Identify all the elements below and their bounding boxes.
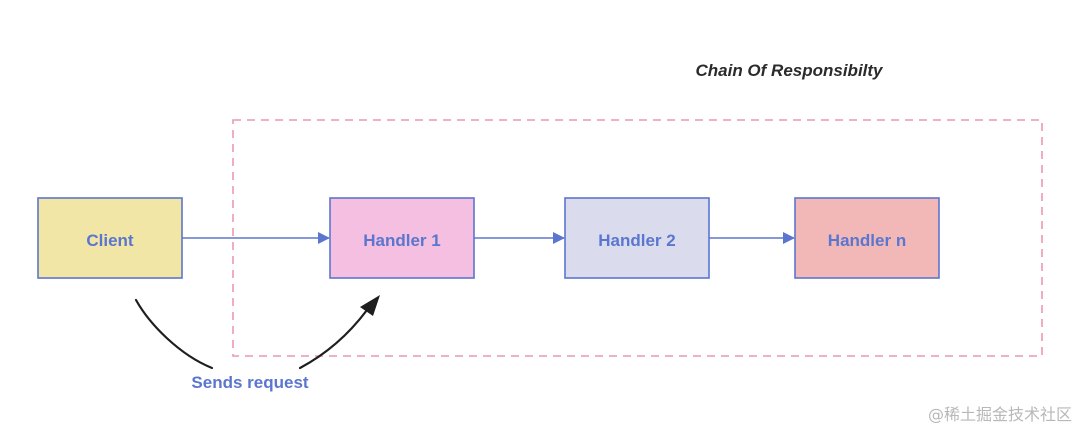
handler-2-node: Handler 2 (564, 197, 710, 279)
handler-1-node-box (329, 197, 475, 279)
watermark-text: @稀土掘金技术社区 (928, 405, 1072, 424)
handler-n-node: Handler n (794, 197, 940, 279)
handler-1-node-label: Handler 1 (363, 231, 440, 250)
client-node-box (37, 197, 183, 279)
chain-group-boundary (232, 119, 1043, 357)
diagram-title: Chain Of Responsibilty (695, 61, 884, 80)
handler-n-node-label: Handler n (828, 231, 906, 250)
handler-2-node-box (564, 197, 710, 279)
handler-n-node-box (794, 197, 940, 279)
sends-request-arrowhead-icon (360, 295, 380, 316)
client-node-label: Client (86, 231, 134, 250)
sends-request-curve-start (134, 298, 214, 370)
handler-1-node: Handler 1 (329, 197, 475, 279)
sends-request-curve-end (298, 308, 369, 370)
client-node: Client (37, 197, 183, 279)
handler-2-node-label: Handler 2 (598, 231, 675, 250)
sends-request-label: Sends request (191, 373, 308, 392)
